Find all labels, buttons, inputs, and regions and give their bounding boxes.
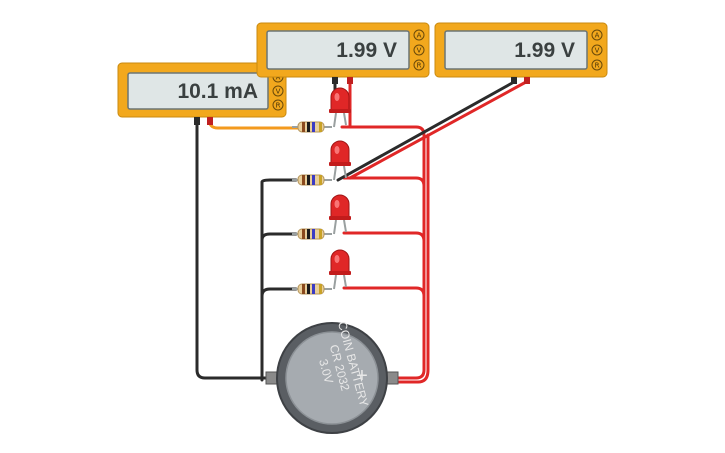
voltmeter-1[interactable]: 1.99 V A V R <box>256 22 430 84</box>
voltmeter-1-neg-probe[interactable] <box>332 77 338 84</box>
resistor-3[interactable] <box>292 228 332 240</box>
voltmeter-1-mode-v[interactable] <box>413 44 425 56</box>
voltmeter-1-pos-probe[interactable] <box>347 77 353 84</box>
ammeter-neg-probe[interactable] <box>194 117 200 125</box>
svg-text:R: R <box>276 102 281 110</box>
wire-positive-branch-4[interactable] <box>342 286 426 298</box>
voltmeter-2[interactable]: 1.99 V A V R <box>434 22 608 84</box>
svg-text:R: R <box>595 62 600 70</box>
wire-negative-rail[interactable] <box>260 178 298 382</box>
svg-text:R: R <box>417 62 422 70</box>
wire-negative-branch-3[interactable] <box>260 287 298 298</box>
led-4[interactable] <box>329 249 351 290</box>
ammeter-mode-v[interactable] <box>272 85 284 97</box>
svg-text:V: V <box>595 47 600 55</box>
svg-text:A: A <box>417 32 422 40</box>
coin-battery[interactable]: COIN BATTERY CR 2032 3.0V + <box>265 320 399 434</box>
resistor-1[interactable] <box>292 121 332 133</box>
voltmeter-1-reading: 1.99 V <box>336 39 397 62</box>
wire-voltmeter-2-black[interactable] <box>336 80 516 182</box>
voltmeter-1-mode-buttons: A V R <box>413 29 425 71</box>
led-2[interactable] <box>329 140 351 181</box>
wire-ammeter-to-battery[interactable] <box>195 122 272 380</box>
wire-negative-branch-2[interactable] <box>260 232 298 242</box>
ammeter[interactable]: 10.1 mA A V R <box>117 62 287 125</box>
voltmeter-2-neg-probe[interactable] <box>511 77 517 84</box>
voltmeter-2-reading: 1.99 V <box>514 39 575 62</box>
voltmeter-2-mode-buttons: A V R <box>591 29 603 71</box>
voltmeter-2-mode-v[interactable] <box>591 44 603 56</box>
resistor-4[interactable] <box>292 283 332 295</box>
wire-ammeter-to-resistor-1[interactable] <box>208 122 302 130</box>
wires <box>195 76 528 384</box>
wire-positive-branch-2[interactable] <box>342 176 426 188</box>
resistors <box>292 121 332 295</box>
wire-positive-branch-3[interactable] <box>342 231 426 243</box>
voltmeter-2-mode-a[interactable] <box>591 29 603 41</box>
battery-plus-sign: + <box>356 365 368 387</box>
resistor-2[interactable] <box>292 174 332 186</box>
leds <box>329 87 351 290</box>
voltmeter-2-pos-probe[interactable] <box>524 77 530 84</box>
voltmeter-1-mode-a[interactable] <box>413 29 425 41</box>
wire-positive-rail-2[interactable] <box>396 133 430 384</box>
svg-text:V: V <box>417 47 422 55</box>
voltmeter-2-mode-r[interactable] <box>591 59 603 71</box>
led-1[interactable] <box>329 87 351 128</box>
ammeter-pos-probe[interactable] <box>207 117 213 125</box>
svg-text:V: V <box>276 88 281 96</box>
svg-text:A: A <box>595 32 600 40</box>
ammeter-mode-r[interactable] <box>272 99 284 111</box>
ammeter-mode-buttons: A V R <box>272 71 284 111</box>
wire-positive-rail[interactable] <box>340 125 426 380</box>
led-3[interactable] <box>329 194 351 235</box>
battery-label-3: 3.0V <box>316 358 336 385</box>
voltmeter-1-mode-r[interactable] <box>413 59 425 71</box>
ammeter-reading: 10.1 mA <box>177 80 258 103</box>
wire-voltmeter-2-red[interactable] <box>348 80 528 180</box>
